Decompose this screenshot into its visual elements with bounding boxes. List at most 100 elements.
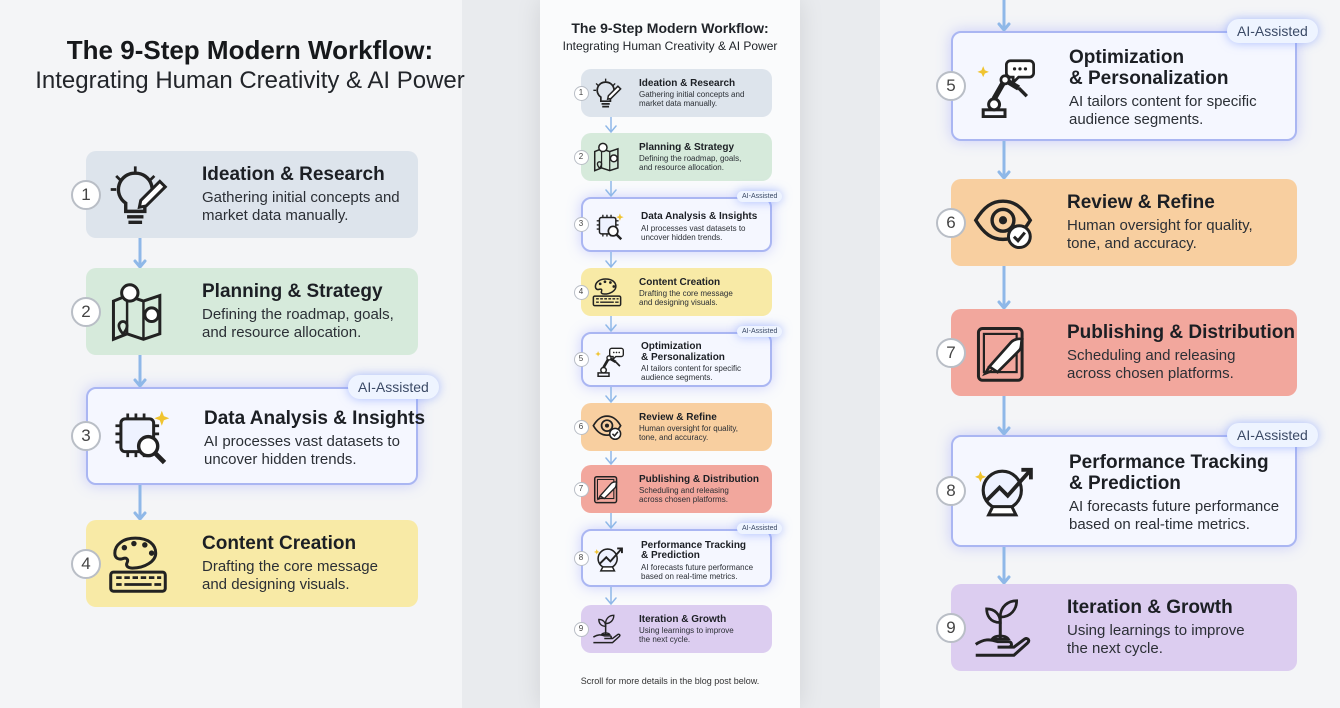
lightbulb-pencil-icon bbox=[593, 78, 622, 108]
map-gears-icon bbox=[111, 282, 162, 341]
step-title: Planning & Strategy bbox=[639, 141, 735, 153]
step-description-line-2: and resource allocation. bbox=[639, 163, 724, 173]
step-title: Review & Refine bbox=[1067, 192, 1215, 213]
robot-arm-icon bbox=[595, 347, 624, 377]
step-description-line-2: based on real-time metrics. bbox=[1069, 516, 1250, 533]
step-title: Optimization bbox=[641, 341, 702, 352]
step-number: 6 bbox=[936, 207, 966, 238]
step-description-line-2: tone, and accuracy. bbox=[639, 433, 709, 443]
lightbulb-pencil-icon bbox=[110, 165, 168, 224]
map-gears-icon bbox=[593, 142, 619, 172]
step-title: Ideation & Research bbox=[202, 164, 385, 185]
step-description-line-1: Using learnings to improve bbox=[639, 626, 734, 636]
step-title: Data Analysis & Insights bbox=[204, 407, 426, 429]
ai-assisted-badge: AI-Assisted bbox=[737, 191, 783, 202]
step-description-line-1: Using learnings to improve bbox=[1067, 622, 1245, 639]
step-description-line-1: AI forecasts future performance bbox=[1069, 498, 1280, 515]
step-number: 8 bbox=[936, 476, 966, 506]
chip-magnifier-icon bbox=[115, 410, 170, 465]
step-title-line-2: & Prediction bbox=[641, 550, 700, 561]
flow-arrow bbox=[133, 355, 147, 387]
crystal-ball-chart-icon bbox=[975, 467, 1033, 517]
title-line-2: Integrating Human Creativity & AI Power bbox=[35, 67, 465, 94]
mini-title-line-1: The 9-Step Modern Workflow: bbox=[571, 20, 769, 36]
hand-sprout-icon bbox=[592, 614, 621, 644]
step-title-line-2: & Personalization bbox=[641, 351, 725, 363]
step-title: Ideation & Research bbox=[639, 77, 736, 89]
step-number: 1 bbox=[573, 85, 589, 101]
flow-arrow bbox=[997, 266, 1011, 309]
flow-arrow bbox=[605, 316, 617, 332]
eye-check-icon bbox=[973, 198, 1033, 249]
step-number: 2 bbox=[71, 296, 101, 327]
step-description-line-1: AI tailors content for specific bbox=[641, 364, 742, 373]
step-description-line-1: Scheduling and releasing bbox=[639, 486, 729, 496]
step-description-line-2: and resource allocation. bbox=[202, 324, 362, 341]
step-title: Publishing & Distribution bbox=[1067, 322, 1295, 343]
step-title: Review & Refine bbox=[639, 411, 717, 423]
step-description-line-2: uncover hidden trends. bbox=[641, 232, 723, 242]
step-description-line-1: AI forecasts future performance bbox=[641, 562, 754, 572]
chip-magnifier-icon bbox=[596, 212, 624, 240]
step-number: 2 bbox=[573, 149, 589, 165]
step-description-line-1: Drafting the core message bbox=[202, 558, 378, 575]
step-description-line-1: Human oversight for quality, bbox=[1067, 217, 1253, 234]
step-description-line-1: Gathering initial concepts and bbox=[639, 90, 745, 100]
step-description-line-2: audience segments. bbox=[641, 373, 713, 382]
flow-arrow bbox=[605, 252, 617, 268]
eye-check-icon bbox=[592, 415, 622, 441]
step-description-line-2: uncover hidden trends. bbox=[204, 450, 357, 468]
hand-sprout-icon bbox=[974, 598, 1031, 657]
tablet-rocket-icon bbox=[593, 475, 618, 504]
palette-keyboard-icon bbox=[592, 278, 622, 307]
step-description-line-2: market data manually. bbox=[202, 207, 349, 224]
step-description-line-1: Defining the roadmap, goals, bbox=[202, 306, 394, 323]
step-title: Content Creation bbox=[639, 276, 721, 288]
step-description-line-2: and designing visuals. bbox=[202, 576, 350, 593]
step-title: Publishing & Distribution bbox=[639, 473, 759, 485]
flow-arrow bbox=[605, 587, 617, 605]
step-title: Data Analysis & Insights bbox=[641, 211, 758, 223]
step-description-line-1: AI processes vast datasets to bbox=[641, 223, 746, 233]
flow-arrow bbox=[997, 547, 1011, 584]
ai-assisted-badge: AI-Assisted bbox=[348, 375, 439, 399]
step-title-line-2: & Prediction bbox=[1069, 473, 1181, 494]
step-title: Optimization bbox=[1069, 47, 1185, 68]
step-number: 5 bbox=[573, 352, 589, 367]
flow-arrow bbox=[997, 141, 1011, 179]
step-number: 3 bbox=[71, 421, 101, 451]
step-title: Iteration & Growth bbox=[1067, 597, 1233, 618]
title-line-1: The 9-Step Modern Workflow: bbox=[66, 35, 434, 65]
step-number: 9 bbox=[936, 612, 966, 643]
ai-assisted-badge: AI-Assisted bbox=[737, 523, 783, 534]
step-number: 4 bbox=[573, 284, 589, 300]
step-number: 3 bbox=[573, 217, 589, 232]
step-number: 9 bbox=[573, 621, 589, 637]
robot-arm-icon bbox=[977, 59, 1035, 118]
step-number: 1 bbox=[71, 179, 101, 210]
step-number: 4 bbox=[71, 548, 101, 579]
flow-arrow bbox=[605, 181, 617, 197]
step-title: Content Creation bbox=[202, 533, 357, 554]
flow-arrow bbox=[133, 485, 147, 520]
step-number: 8 bbox=[573, 550, 589, 566]
step-description-line-2: and designing visuals. bbox=[639, 298, 718, 308]
step-title: Performance Tracking bbox=[1069, 452, 1269, 473]
flow-arrow bbox=[133, 238, 147, 268]
step-description-line-2: the next cycle. bbox=[1067, 640, 1163, 657]
step-description-line-1: Drafting the core message bbox=[639, 289, 733, 299]
footer-note: Scroll for more details in the blog post… bbox=[580, 676, 760, 686]
